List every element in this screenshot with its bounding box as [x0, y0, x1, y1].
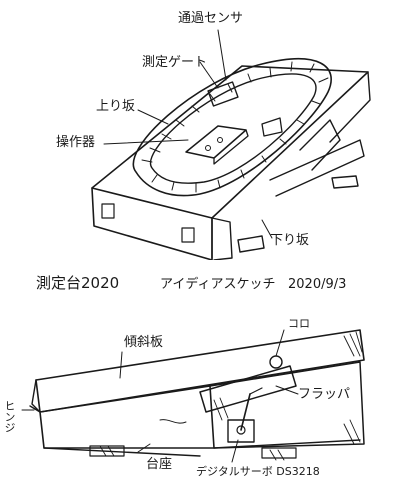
sketch-title: 測定台2020 — [36, 274, 120, 292]
control-box-label: 操作器 — [56, 135, 96, 150]
flapper-label: フラッパ — [298, 387, 351, 402]
pass-sensor-label: 通過センサ — [178, 11, 244, 26]
tilt-board-label: 傾斜板 — [124, 335, 164, 350]
servo-label: デジタルサーボ DS3218 — [196, 465, 320, 478]
hinge-label: ヒンジ — [3, 400, 16, 433]
sketch-subtitle: アイディアスケッチ — [160, 277, 276, 292]
sketch-date: 2020/9/3 — [288, 277, 347, 292]
track-platform-drawing — [91, 29, 371, 260]
measure-gate-label: 測定ゲート — [142, 55, 208, 70]
down-slope-label: 下り坂 — [270, 233, 310, 248]
base-label: 台座 — [146, 457, 173, 472]
up-slope-label: 上り坂 — [96, 99, 136, 114]
roller-label: コロ — [288, 317, 310, 330]
